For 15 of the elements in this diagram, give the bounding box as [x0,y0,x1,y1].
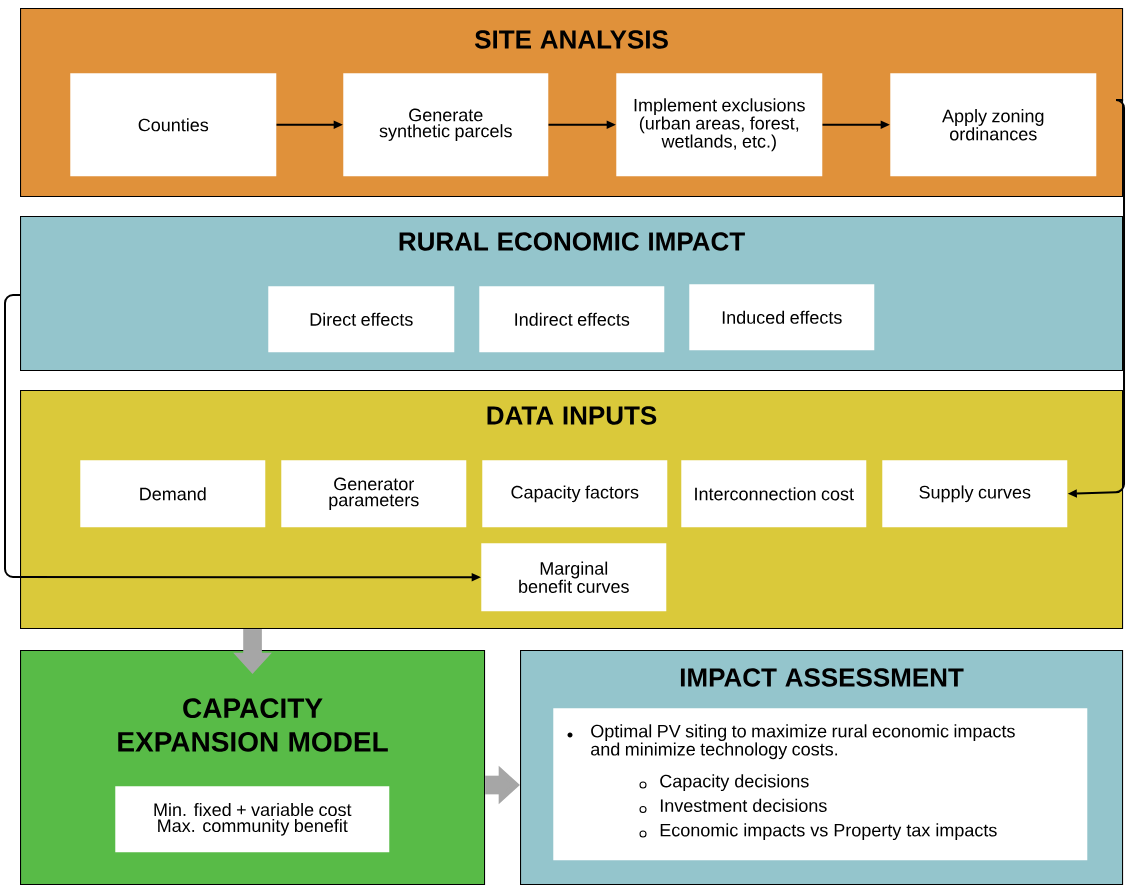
process-box: Indirect effects [479,286,665,353]
process-box: Interconnection cost [681,460,867,528]
process-box: Counties [70,73,277,177]
process-box: Implement exclusions (urban areas, forest, wetlands, etc.) [616,73,823,177]
process-box: Demand [80,460,266,528]
process-box: Generate synthetic parcels [343,73,549,177]
process-box: Marginal benefit curves [481,543,667,612]
process-box: Capacity factors [482,460,668,528]
process-box: Supply curves [882,460,1068,528]
bullet-list-box: Optimal PV siting to maximize rural economic impacts and minimize technology costs. Capacity decisions Investment decisions Economic impacts vs Property tax impacts [553,708,1088,861]
process-box: Induced effects [689,284,875,351]
process-box: Apply zoning ordinances [890,73,1097,177]
process-box: Min. fixed + variable cost Max. community benefit [115,786,390,853]
process-box: Direct effects [268,286,455,353]
process-box: Generator parameters [281,460,467,528]
